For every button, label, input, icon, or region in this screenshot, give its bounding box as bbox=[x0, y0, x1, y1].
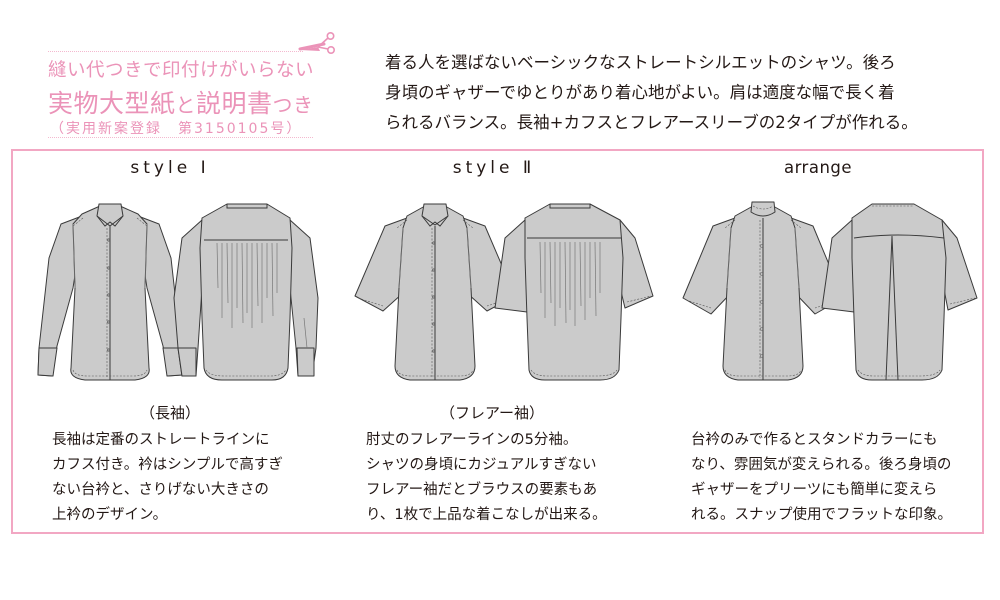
description-line: なり、雰囲気が変えられる。後ろ身頃の bbox=[691, 457, 952, 473]
header-line-pattern-and-manual: 実物大型紙と説明書つき bbox=[48, 84, 314, 120]
arrange-title: arrange bbox=[783, 158, 853, 177]
description-line: れる。スナップ使用でフラットな印象。 bbox=[691, 507, 952, 523]
description-line: ない台衿と、さりげない大きさの bbox=[52, 482, 269, 498]
header-manual-text: 説明書 bbox=[196, 89, 273, 118]
description-line: 肘丈のフレアーラインの5分袖。 bbox=[366, 432, 578, 448]
style-2-caption: （フレアー袖） bbox=[439, 404, 545, 422]
description-line: ギャザーをプリーツにも簡単に変えら bbox=[691, 482, 938, 498]
style-2-back-shirt-illustration bbox=[494, 203, 654, 381]
header-top-dotted-line bbox=[48, 51, 303, 52]
style-2-title: style Ⅱ bbox=[452, 158, 536, 178]
header-bottom-dotted-line bbox=[48, 137, 313, 138]
intro-line: 着る人を選ばないベーシックなストレートシルエットのシャツ。後ろ bbox=[385, 53, 896, 72]
intro-paragraph: 着る人を選ばないベーシックなストレートシルエットのシャツ。後ろ 身頃のギャザーで… bbox=[385, 48, 995, 138]
intro-line: 身頃のギャザーでゆとりがあり着心地がよい。肩は適度な幅で長く着 bbox=[385, 83, 895, 102]
header-suffix-text: つき bbox=[272, 93, 314, 117]
header-pattern-text: 実物大型紙 bbox=[48, 89, 176, 118]
style-1-title: style Ⅰ bbox=[130, 158, 210, 178]
description-line: 長袖は定番のストレートラインに bbox=[52, 432, 270, 448]
arrange-description: 台衿のみで作るとスタンドカラーにも なり、雰囲気が変えられる。後ろ身頃の ギャザ… bbox=[691, 428, 952, 528]
style-1-caption: （長袖） bbox=[139, 404, 200, 422]
style-1-description: 長袖は定番のストレートラインに カフス付き。衿はシンプルで高すぎ ない台衿と、さ… bbox=[52, 428, 283, 528]
arrange-back-shirt-illustration bbox=[821, 203, 978, 381]
header-line-no-marking: 縫い代つきで印付けがいらない bbox=[48, 60, 315, 81]
header-connector-text: と bbox=[175, 93, 197, 117]
styles-panel bbox=[11, 149, 984, 534]
style-2-description: 肘丈のフレアーラインの5分袖。 シャツの身頃にカジュアルすぎない フレアー袖だと… bbox=[366, 428, 607, 528]
description-line: シャツの身頃にカジュアルすぎない bbox=[366, 457, 597, 473]
style-2-front-shirt-illustration bbox=[354, 203, 516, 381]
description-line: り、1枚で上品な着こなしが出来る。 bbox=[366, 507, 607, 523]
style-1-front-shirt-illustration bbox=[37, 203, 183, 381]
intro-line: られるバランス。長袖+カフスとフレアースリーブの2タイプが作れる。 bbox=[385, 113, 918, 132]
arrange-front-shirt-illustration bbox=[682, 201, 844, 381]
scissors-icon bbox=[298, 31, 335, 54]
description-line: 台衿のみで作るとスタンドカラーにも bbox=[691, 432, 938, 448]
header-utility-model-number: （実用新案登録 第3150105号） bbox=[50, 121, 303, 137]
style-1-back-shirt-illustration bbox=[173, 203, 319, 381]
description-line: 上衿のデザイン。 bbox=[52, 507, 168, 523]
description-line: フレアー袖だとブラウスの要素もあ bbox=[366, 482, 598, 498]
description-line: カフス付き。衿はシンプルで高すぎ bbox=[52, 457, 283, 473]
